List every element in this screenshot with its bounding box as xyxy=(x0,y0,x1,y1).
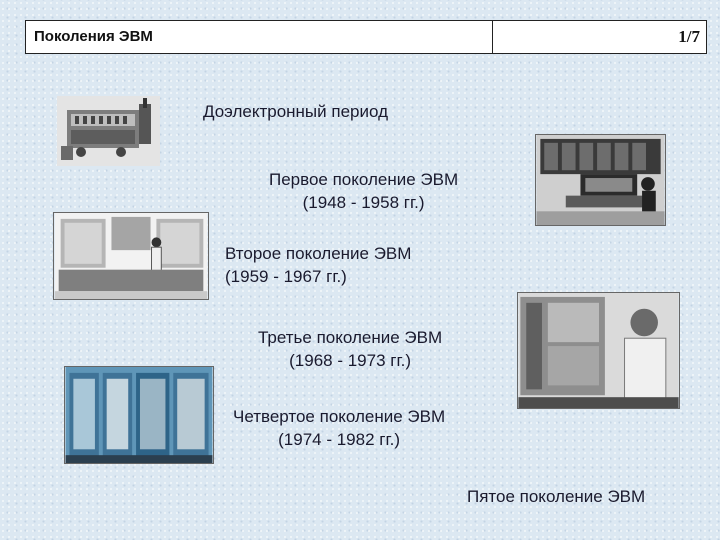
header-divider xyxy=(492,21,493,53)
generation-years: (1948 - 1958 гг.) xyxy=(302,193,425,212)
generation-name: Второе поколение ЭВМ xyxy=(225,244,412,263)
second-generation-photo xyxy=(53,212,209,300)
generation-name: Первое поколение ЭВМ xyxy=(269,170,459,189)
fourth-generation-image xyxy=(65,367,213,463)
first-generation-photo xyxy=(535,134,666,226)
generation-fifth: Пятое поколение ЭВМ xyxy=(467,485,645,508)
slide-header: Поколения ЭВМ 1/7 xyxy=(25,20,707,54)
generation-third: Третье поколение ЭВМ (1968 - 1973 гг.) xyxy=(258,326,442,372)
first-generation-image xyxy=(536,135,665,225)
page-number: 1/7 xyxy=(678,27,700,46)
third-generation-image xyxy=(518,293,679,408)
generation-years: (1974 - 1982 гг.) xyxy=(278,430,400,449)
generation-years: (1968 - 1973 гг.) xyxy=(289,351,411,370)
generation-second: Второе поколение ЭВМ (1959 - 1967 гг.) xyxy=(225,242,411,288)
mechanical-calculator-photo xyxy=(57,96,160,166)
generation-name: Третье поколение ЭВМ xyxy=(258,328,443,347)
generation-years: (1959 - 1967 гг.) xyxy=(225,267,347,286)
mechanical-calculator-image xyxy=(57,96,160,166)
generation-name: Четвертое поколение ЭВМ xyxy=(233,407,446,426)
second-generation-image xyxy=(54,213,208,299)
third-generation-photo xyxy=(517,292,680,409)
generation-fourth: Четвертое поколение ЭВМ (1974 - 1982 гг.… xyxy=(233,405,445,451)
fourth-generation-photo xyxy=(64,366,214,464)
generation-name: Пятое поколение ЭВМ xyxy=(467,487,646,506)
generation-first: Первое поколение ЭВМ (1948 - 1958 гг.) xyxy=(269,168,458,214)
generation-name: Доэлектронный период xyxy=(203,102,388,121)
slide-title: Поколения ЭВМ xyxy=(34,28,153,45)
generation-pre-electronic: Доэлектронный период xyxy=(203,100,388,123)
